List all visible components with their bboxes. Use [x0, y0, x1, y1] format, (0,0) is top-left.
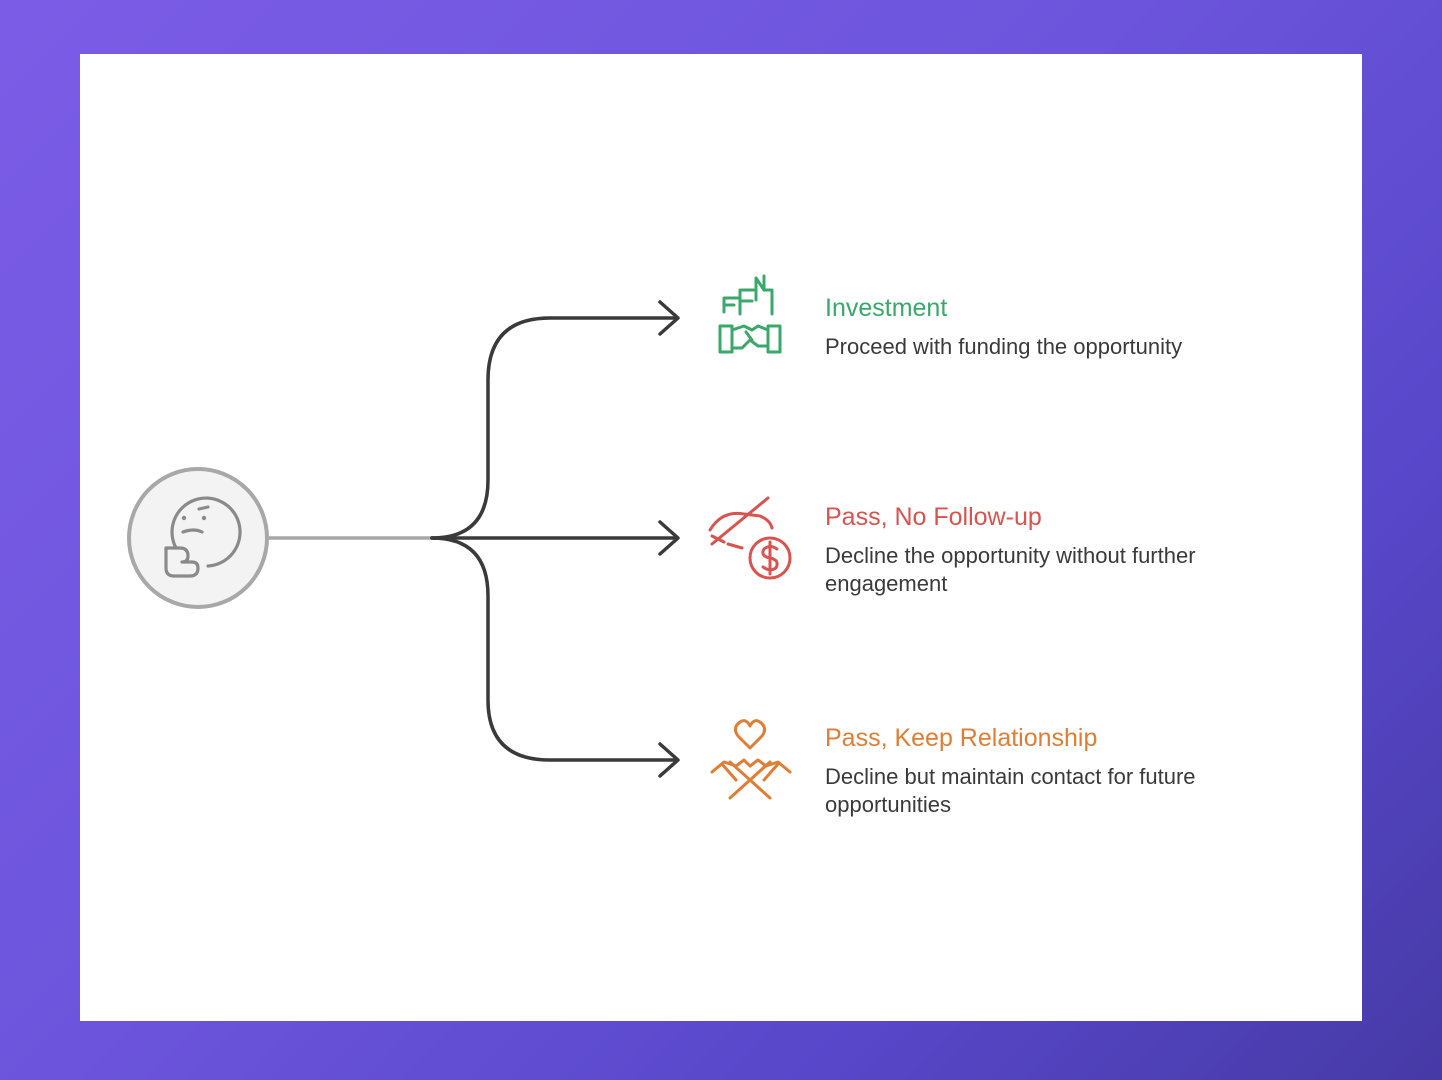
- heart-hands-icon: [710, 719, 792, 800]
- option-investment: Investment Proceed with funding the oppo…: [825, 293, 1285, 361]
- option-description: Decline but maintain contact for future …: [825, 764, 1196, 817]
- option-description: Decline the opportunity without further …: [825, 543, 1196, 596]
- root-node: [127, 467, 269, 609]
- option-pass-keep-relationship: Pass, Keep Relationship Decline but main…: [825, 723, 1255, 819]
- arrow-top: [658, 300, 680, 336]
- arrow-bottom: [658, 742, 680, 778]
- option-title: Pass, Keep Relationship: [825, 724, 1098, 752]
- handshake-city-icon: [718, 274, 782, 354]
- option-description: Proceed with funding the opportunity: [825, 334, 1183, 359]
- arrow-middle: [658, 520, 680, 556]
- branch-bottom: [430, 536, 678, 762]
- branch-top: [430, 316, 678, 540]
- option-pass-no-follow-up: Pass, No Follow-up Decline the opportuni…: [825, 502, 1255, 598]
- option-title: Pass, No Follow-up: [825, 503, 1042, 531]
- no-money-icon: [708, 496, 792, 580]
- thinking-face-icon: [164, 496, 242, 578]
- option-title: Investment: [825, 294, 948, 322]
